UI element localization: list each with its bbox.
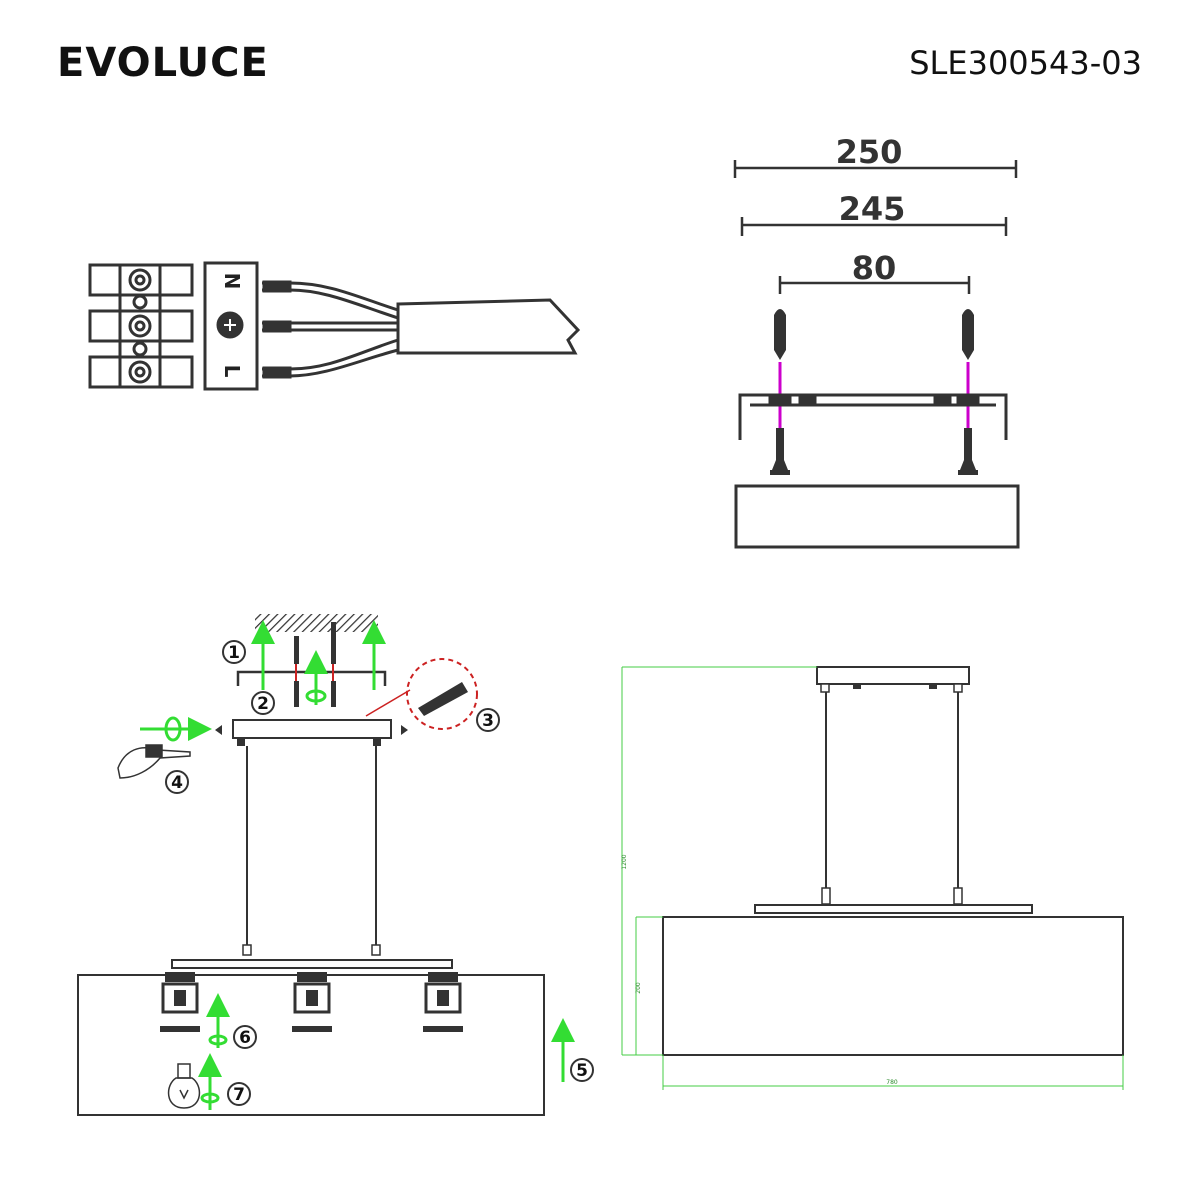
step-2: 2 — [257, 694, 269, 714]
step-3: 3 — [482, 711, 494, 731]
lamp-bar — [171, 959, 453, 969]
terminal-label-plate — [203, 261, 259, 391]
cable-sheath — [396, 298, 581, 355]
lamp-sockets — [160, 972, 463, 1032]
wall-plug-right — [962, 309, 974, 360]
cable-wires — [262, 280, 399, 379]
step-7: 7 — [233, 1085, 245, 1105]
connector-callout — [406, 658, 478, 730]
step-1: 1 — [228, 643, 240, 663]
dimension-shade-height: 200 — [635, 982, 642, 994]
ceiling-hatch — [255, 614, 378, 632]
side-view — [621, 666, 1124, 1090]
assembly-arrows — [140, 620, 575, 1110]
mounting-screw-left — [770, 428, 790, 475]
side-shade — [662, 916, 1124, 1056]
wiring-diagram — [88, 261, 581, 391]
light-bulb-icon — [167, 1063, 201, 1109]
wire-label-l: L — [220, 365, 244, 378]
assembly-screws — [294, 622, 336, 707]
mounting-screw-right — [958, 428, 978, 475]
step-6: 6 — [239, 1028, 251, 1048]
dimension-250: 250 — [836, 133, 903, 171]
dimension-height-total: 1200 — [621, 854, 628, 869]
mounting-dimensions — [733, 160, 1018, 294]
dimension-245: 245 — [839, 190, 906, 228]
model-number: SLE300543-03 — [909, 44, 1142, 82]
assembly-canopy — [232, 719, 392, 739]
side-dimension-lines — [621, 666, 1124, 1090]
wall-plug-left — [774, 309, 786, 360]
side-bar — [754, 904, 1033, 914]
suspension-rods — [246, 746, 377, 945]
ceiling-canopy — [734, 484, 1020, 549]
step-5: 5 — [576, 1061, 588, 1081]
terminal-block — [88, 263, 194, 389]
brand-logo: EVOLUCE — [57, 40, 269, 86]
assembly-bracket — [236, 670, 387, 686]
screwdriver-hand-icon — [117, 744, 191, 779]
dimension-width: 780 — [886, 1079, 898, 1086]
wire-label-n: N — [220, 273, 244, 290]
side-canopy — [816, 666, 970, 685]
screw-guide-lines — [778, 362, 970, 428]
step-4: 4 — [171, 773, 183, 793]
step-markers — [165, 640, 594, 1106]
mounting-bracket — [738, 393, 1008, 440]
dimension-80: 80 — [852, 249, 897, 287]
assembly-drawing — [77, 614, 575, 1116]
